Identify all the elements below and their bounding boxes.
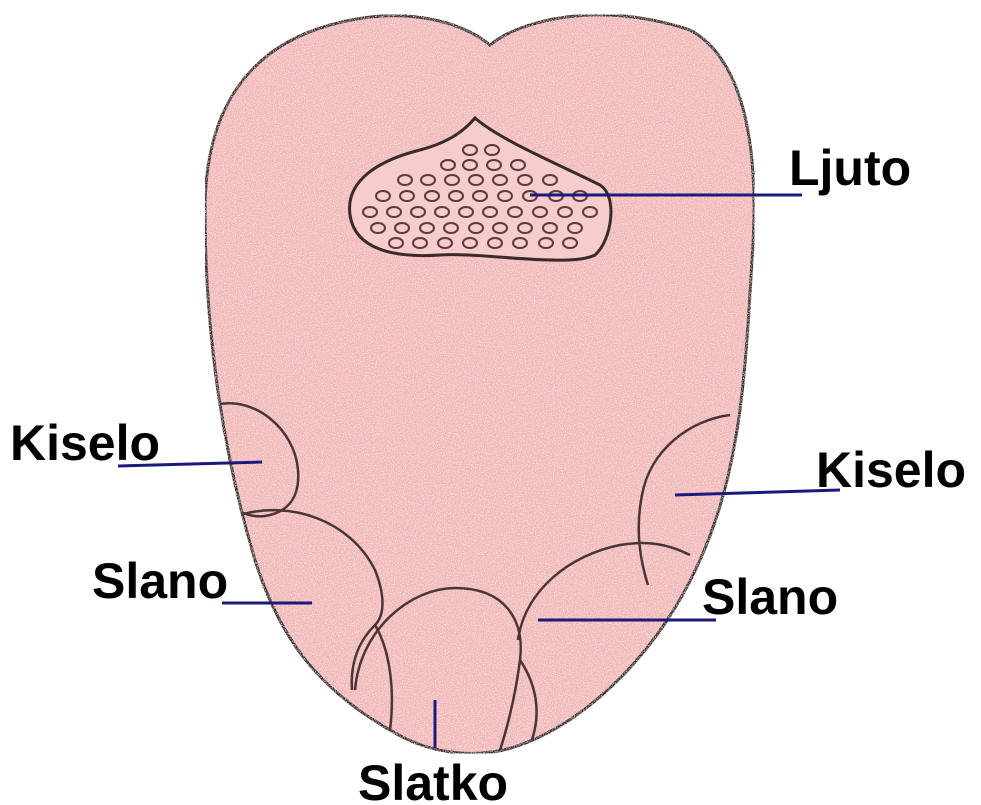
label-kiselo-right: Kiselo xyxy=(816,442,966,498)
label-slatko: Slatko xyxy=(358,755,508,805)
label-kiselo-left: Kiselo xyxy=(10,415,160,471)
label-ljuto: Ljuto xyxy=(789,140,911,196)
label-slano-left: Slano xyxy=(92,553,228,609)
label-slano-right: Slano xyxy=(702,569,838,625)
